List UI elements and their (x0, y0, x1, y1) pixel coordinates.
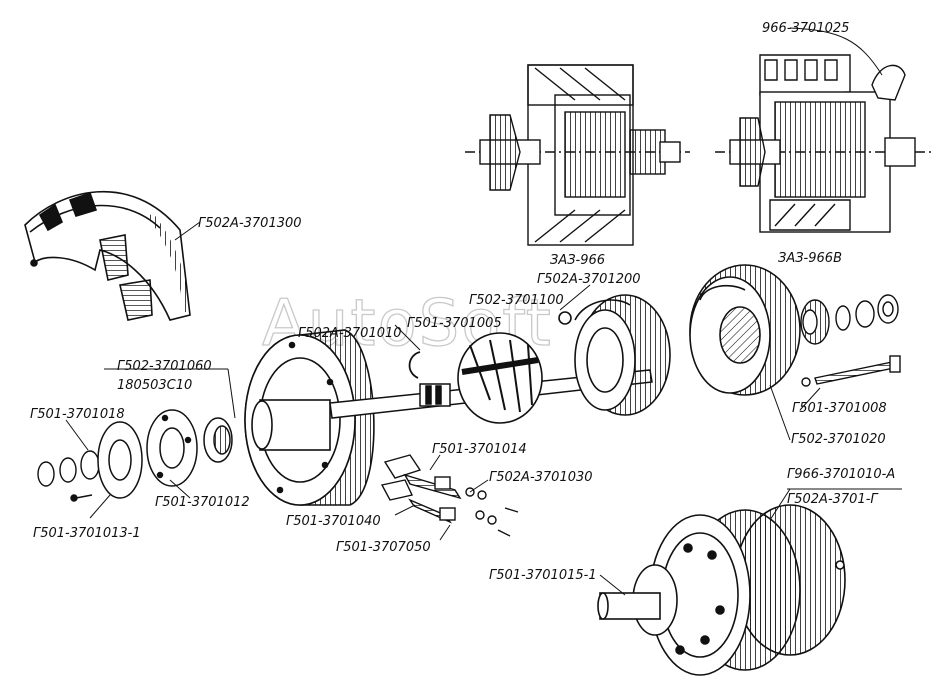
zaz966-section-view (465, 64, 690, 246)
cover-shield-part (24, 190, 191, 321)
label-stator: Г502А-3701200 (537, 272, 641, 287)
tie-bolt (801, 355, 901, 387)
label-front-plate: Г501-3701013-1 (33, 526, 141, 541)
label-retaining-ring: Г501-3701005 (407, 316, 502, 331)
label-rear-housing: Г502-3701020 (791, 432, 886, 447)
zaz966v-section-view (715, 54, 935, 233)
label-flange-plate: Г501-3701012 (155, 495, 250, 510)
assembled-alternator (597, 504, 846, 676)
label-rotor: Г502-3701100 (469, 293, 564, 308)
small-washers-left (37, 450, 100, 502)
front-housing (244, 329, 375, 506)
label-washer-set: Г501-3701018 (30, 407, 125, 422)
retaining-ring (408, 351, 421, 379)
label-bearing-cap: Г502-3701060 (117, 359, 212, 374)
label-pulley-shaft: Г501-3701015-1 (489, 568, 597, 583)
label-bearing-code: 180503С10 (117, 378, 192, 393)
label-zaz-966: ЗАЗ-966 (550, 253, 605, 268)
label-brush-spring: Г501-3701040 (286, 514, 381, 529)
label-966-3701025: 966-3701025 (762, 21, 849, 36)
front-plate (97, 421, 143, 499)
rear-housing (689, 264, 801, 396)
label-alternator-g966: Г966-3701010-А (787, 467, 895, 482)
label-zaz-966v: ЗАЗ-966В (778, 251, 842, 266)
stator (558, 294, 671, 416)
flange-plate (146, 409, 198, 487)
label-brush-lead: Г501-3707050 (336, 540, 431, 555)
rotor-poles (457, 332, 543, 424)
leader-lines (65, 27, 902, 596)
brush-holder-parts (380, 454, 519, 537)
rear-bearing-washers (800, 294, 899, 345)
label-brush-holder: Г502А-3701030 (489, 470, 593, 485)
label-alternator-g502a: Г502А-3701-Г (787, 492, 879, 507)
label-front-housing: Г502А-3701010 (298, 326, 402, 341)
label-cover-shield: Г502А-3701300 (198, 216, 302, 231)
label-tie-bolt: Г501-3701008 (792, 401, 887, 416)
label-brush-terminal: Г501-3701014 (432, 442, 527, 457)
front-bearing (203, 417, 233, 463)
